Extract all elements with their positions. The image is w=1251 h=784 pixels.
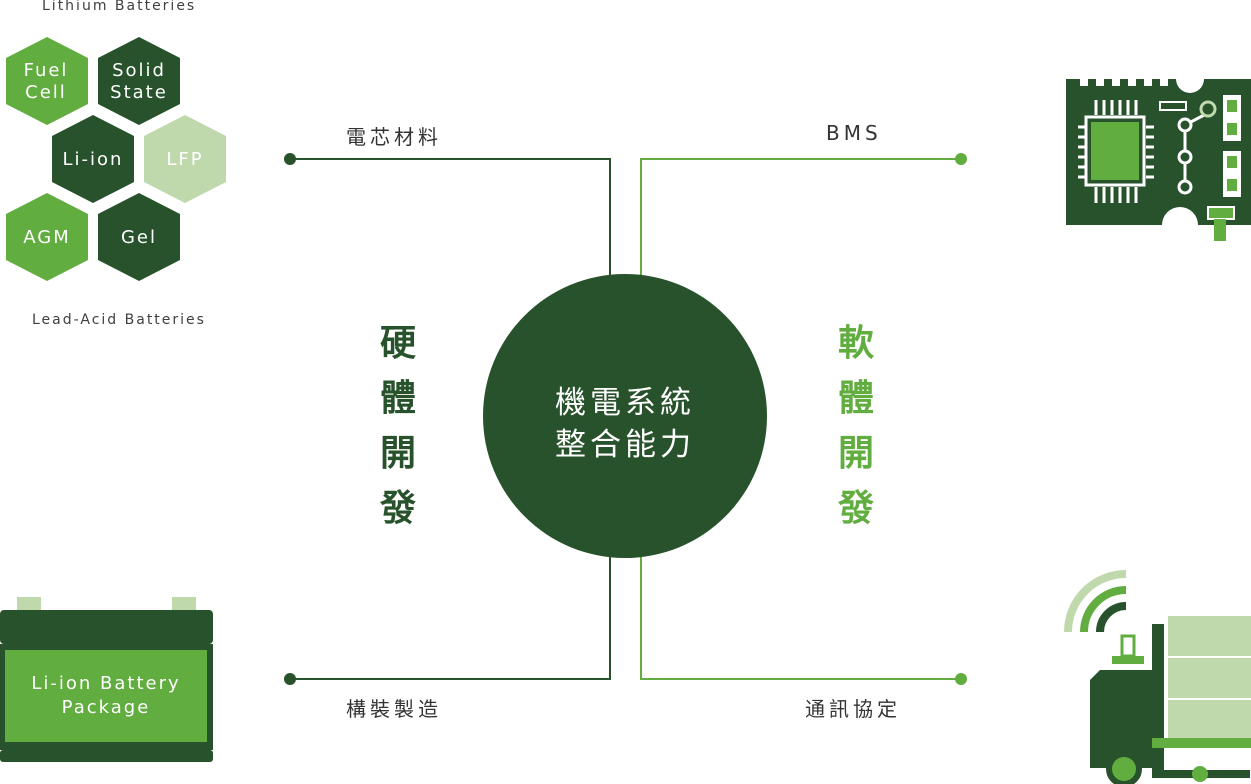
connector-bottom-left bbox=[290, 550, 611, 680]
center-title-text: 機電系統 整合能力 bbox=[555, 385, 695, 463]
center-title: 機電系統 整合能力 bbox=[483, 382, 767, 472]
hardware-development-title: 硬 體 開 發 bbox=[379, 323, 416, 529]
lead-acid-batteries-caption: Lead-Acid Batteries bbox=[32, 312, 206, 328]
wireless-forklift-icon bbox=[1064, 570, 1251, 784]
hex-agm bbox=[6, 193, 88, 281]
connector-top-left bbox=[290, 158, 611, 280]
connector-top-right bbox=[640, 158, 961, 280]
hex-label-fuel-cell: Fuel Cell bbox=[23, 60, 69, 103]
hex-label-solid-state: Solid State bbox=[110, 60, 168, 103]
hex-lfp bbox=[144, 115, 226, 203]
hex-solid-state bbox=[98, 37, 180, 125]
hex-label-agm: AGM bbox=[23, 227, 71, 248]
hex-gel bbox=[98, 193, 180, 281]
node-bottom-right bbox=[955, 673, 967, 685]
battery-type-hexagons bbox=[6, 37, 226, 281]
connector-bottom-right bbox=[640, 550, 961, 680]
battery-package-label: Li-ion Battery Package bbox=[31, 673, 181, 718]
hex-label-lfp: LFP bbox=[166, 149, 204, 170]
branch-label-bottom-right: 通訊協定 bbox=[805, 697, 901, 721]
software-development-title: 軟 體 開 發 bbox=[837, 323, 874, 529]
node-bottom-left bbox=[284, 673, 296, 685]
battery-package-icon bbox=[0, 597, 213, 762]
circuit-board-icon bbox=[1066, 75, 1251, 243]
center-circle bbox=[483, 274, 767, 558]
branch-label-top-left: 電芯材料 bbox=[346, 125, 442, 149]
lithium-batteries-caption: Lithium Batteries bbox=[42, 0, 197, 14]
branch-label-top-right: BMS bbox=[826, 121, 882, 145]
node-top-right bbox=[955, 153, 967, 165]
branch-label-bottom-left: 構裝製造 bbox=[346, 697, 442, 721]
hex-label-li-ion: Li-ion bbox=[62, 149, 124, 170]
hex-li-ion bbox=[52, 115, 134, 203]
node-top-left bbox=[284, 153, 296, 165]
hex-label-gel: Gel bbox=[120, 227, 158, 248]
hex-fuel-cell bbox=[6, 37, 88, 125]
